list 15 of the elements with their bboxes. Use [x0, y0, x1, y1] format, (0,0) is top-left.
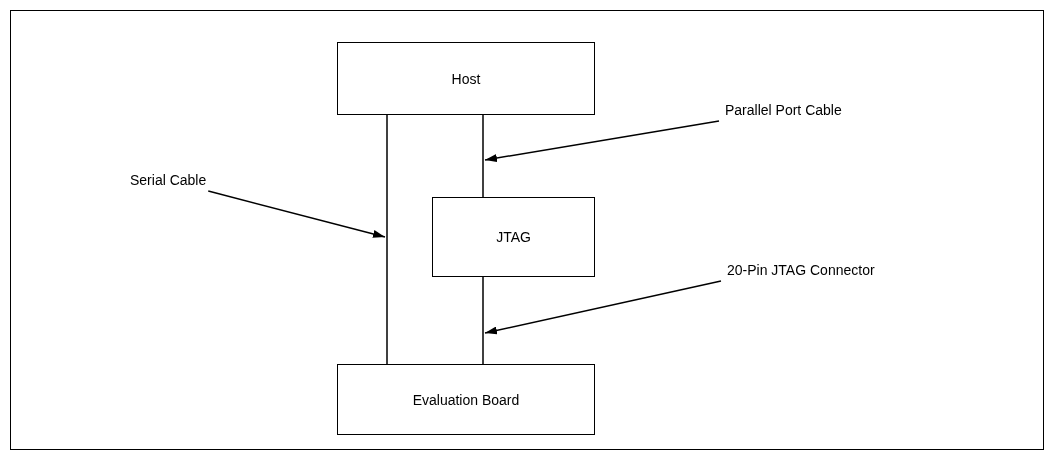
leader-line: [484, 280, 722, 335]
box-label: Evaluation Board: [412, 391, 520, 408]
box-label: JTAG: [496, 229, 531, 245]
cable-line: [482, 276, 484, 365]
cable-line: [386, 114, 388, 365]
component-box: [337, 42, 595, 115]
component-box: [432, 197, 595, 277]
callout-label: Parallel Port Cable: [725, 101, 842, 119]
leader-line: [484, 120, 720, 162]
callout-label: 20-Pin JTAG Connector: [727, 261, 875, 279]
callout-label: Serial Cable: [130, 171, 207, 189]
component-box: [337, 364, 595, 435]
cable-line: [482, 114, 484, 198]
leader-line: [207, 190, 386, 238]
box-label: Host: [451, 70, 481, 87]
